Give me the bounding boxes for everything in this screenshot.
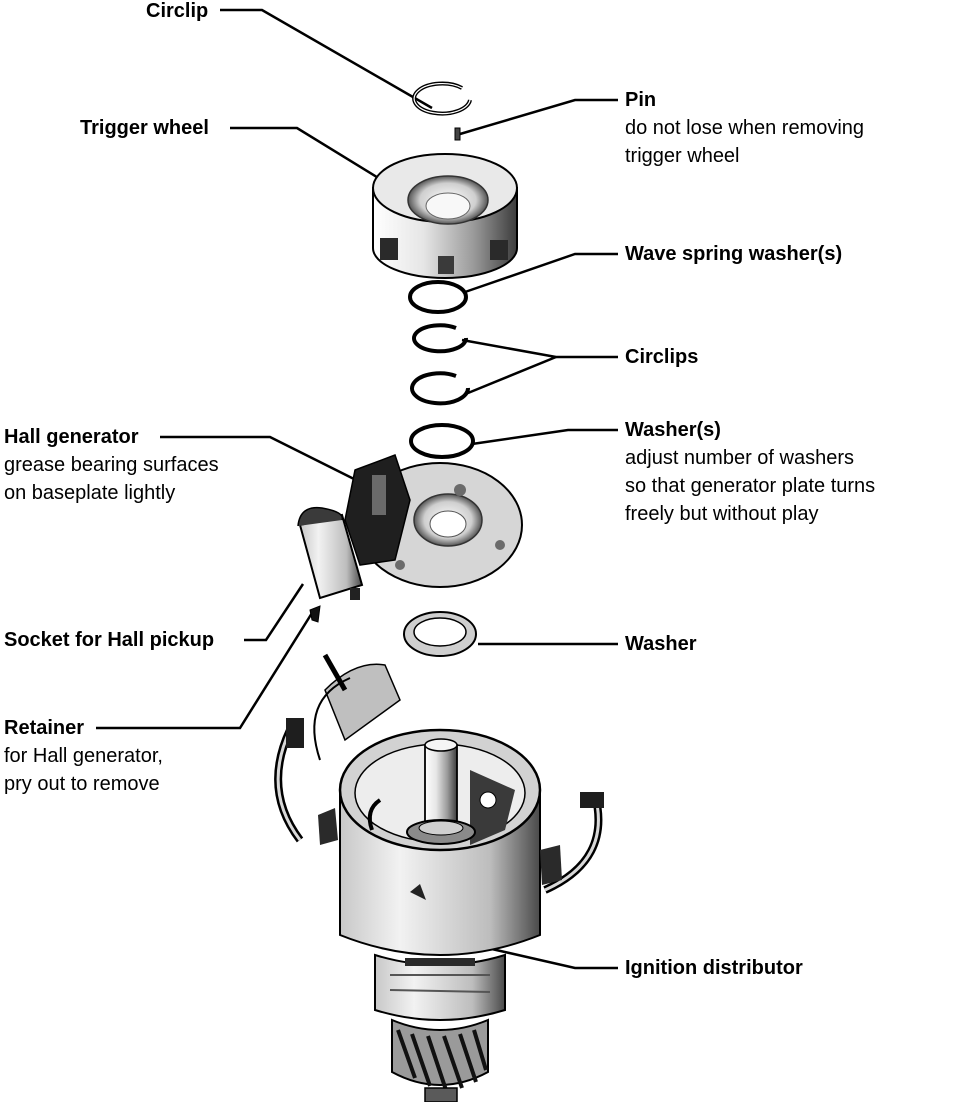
label-trigger-wheel: Trigger wheel — [80, 114, 209, 142]
label-washers-line-3: freely but without play — [625, 503, 819, 525]
circlips-part — [410, 323, 471, 406]
trigger-wheel-part — [372, 153, 518, 279]
leader-circlips-2 — [467, 355, 557, 395]
label-retainer-title: Retainer — [4, 717, 85, 739]
washers-part — [409, 423, 475, 459]
label-circlips: Circlips — [625, 343, 698, 371]
leader-trigger-wheel — [230, 126, 386, 184]
leader-retainer — [96, 612, 314, 730]
leader-circlip — [220, 8, 433, 110]
label-ignition-title: Ignition distributor — [625, 957, 803, 979]
label-socket-title: Socket for Hall pickup — [4, 629, 215, 651]
label-circlips-title: Circlips — [625, 346, 699, 368]
label-hall-generator-line-1: grease bearing surfaces — [4, 454, 219, 476]
leader-washers — [471, 428, 618, 446]
label-washers-title: Washer(s) — [625, 419, 721, 441]
label-circlip-title: Circlip — [146, 0, 209, 22]
leader-hall-generator — [160, 435, 373, 490]
wave-spring-washer-part — [408, 280, 468, 314]
label-washer: Washer — [625, 630, 697, 658]
label-retainer-line-1: for Hall generator, — [4, 745, 163, 767]
label-socket: Socket for Hall pickup — [4, 626, 214, 654]
leader-wave-spring — [464, 252, 618, 294]
leader-pin — [459, 98, 618, 136]
label-hall-generator: Hall generator grease bearing surfaces o… — [4, 423, 219, 507]
leader-ignition — [469, 942, 618, 970]
circlip-part — [412, 81, 472, 116]
label-retainer-line-2: pry out to remove — [4, 773, 160, 795]
label-washers-line-2: so that generator plate turns — [625, 475, 876, 497]
label-retainer: Retainer for Hall generator, pry out to … — [4, 714, 163, 798]
ignition-distributor-part — [274, 653, 604, 1102]
label-trigger-wheel-title: Trigger wheel — [80, 117, 209, 139]
label-washer-title: Washer — [625, 633, 697, 655]
label-pin-title: Pin — [625, 89, 657, 111]
leader-lines — [96, 8, 618, 970]
retainer-part — [309, 605, 321, 623]
label-wave-spring-title: Wave spring washer(s) — [625, 243, 843, 265]
label-pin-line-1: do not lose when removing — [625, 117, 865, 139]
pin-part — [454, 127, 461, 141]
leader-circlips — [461, 338, 618, 359]
hall-generator-part — [297, 454, 523, 600]
label-pin-line-2: trigger wheel — [625, 145, 740, 167]
label-washers-line-1: adjust number of washers — [625, 447, 855, 469]
washer-part — [403, 611, 477, 657]
leader-socket — [244, 583, 305, 642]
label-pin: Pin do not lose when removing trigger wh… — [625, 86, 864, 170]
label-circlip: Circlip — [146, 0, 208, 25]
label-hall-generator-line-2: on baseplate lightly — [4, 482, 176, 504]
label-hall-generator-title: Hall generator — [4, 426, 139, 448]
label-washers: Washer(s) adjust number of washers so th… — [625, 416, 875, 528]
label-ignition: Ignition distributor — [625, 954, 803, 982]
label-wave-spring: Wave spring washer(s) — [625, 240, 842, 268]
